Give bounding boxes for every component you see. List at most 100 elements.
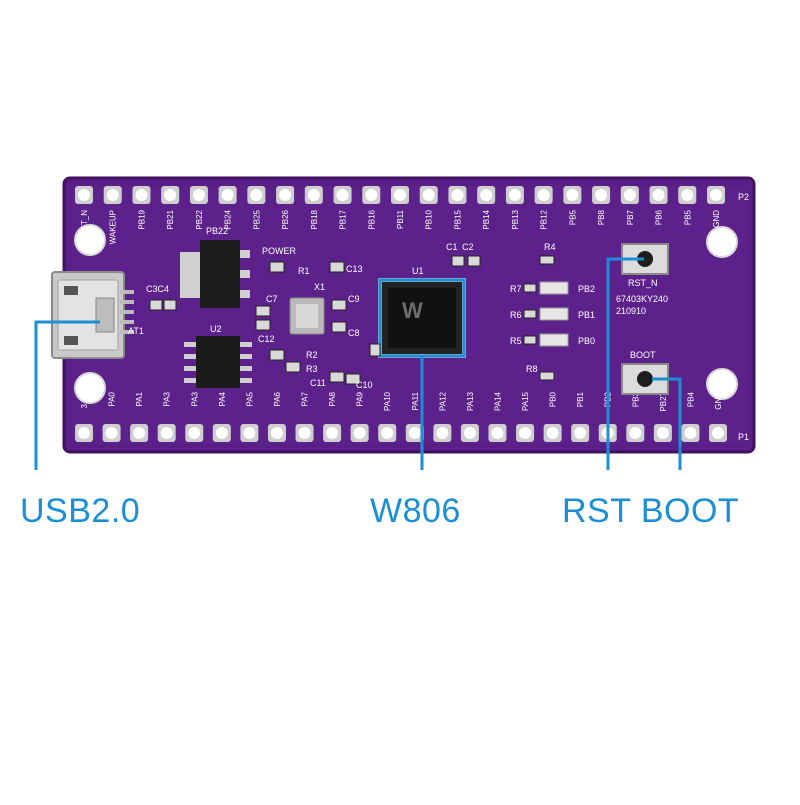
smd-component xyxy=(331,321,347,333)
pin-label: PB17 xyxy=(339,209,348,229)
pin-label: PB13 xyxy=(511,209,520,229)
crystal-x1 xyxy=(289,297,325,335)
silk-boot: BOOT xyxy=(630,350,656,360)
pin-label: PB10 xyxy=(425,209,434,229)
smd-component xyxy=(539,371,555,381)
pin-label: 3.3V xyxy=(80,391,89,408)
pin-hole xyxy=(279,189,292,201)
pin-hole xyxy=(684,427,697,439)
pin-label: PB6 xyxy=(655,209,664,225)
pin-hole xyxy=(188,427,201,439)
pin-label: PB5 xyxy=(568,209,577,225)
header-p2-pins xyxy=(75,186,725,204)
silk-c10: C10 xyxy=(356,380,373,390)
silk-x1: X1 xyxy=(314,282,325,292)
pin-label: PB12 xyxy=(540,209,549,229)
pin-label: PB25 xyxy=(252,209,261,229)
pin-hole xyxy=(519,427,532,439)
pin-hole xyxy=(365,189,378,201)
pin-hole xyxy=(681,189,694,201)
pin-label: PA5 xyxy=(245,391,254,406)
silk-r8: R8 xyxy=(526,364,538,374)
chip-w806: W xyxy=(378,278,466,358)
chip-logo-mark: W xyxy=(402,298,423,323)
pin-label: PB24 xyxy=(224,209,233,229)
pin-hole xyxy=(106,189,119,201)
silk-c2: C2 xyxy=(462,242,474,252)
silk-marking-2: 210910 xyxy=(616,306,646,316)
smd-component xyxy=(163,299,177,311)
silk-power: POWER xyxy=(262,246,297,256)
pin-hole xyxy=(221,189,234,201)
silk-c9: C9 xyxy=(348,294,360,304)
pin-hole xyxy=(160,427,173,439)
micro-usb-connector xyxy=(51,271,134,359)
pin-hole xyxy=(408,427,421,439)
pin-hole xyxy=(595,189,608,201)
silk-c8: C8 xyxy=(348,328,360,338)
pin-hole xyxy=(336,189,349,201)
pin-label: PB16 xyxy=(367,209,376,229)
silk-u2: U2 xyxy=(210,324,222,334)
usb-callout-line xyxy=(34,320,100,470)
pin-label: PB21 xyxy=(166,209,175,229)
pin-label: PA9 xyxy=(356,391,365,406)
chip-callout-label: W806 xyxy=(370,492,461,530)
pin-hole xyxy=(463,427,476,439)
pin-label: PA15 xyxy=(521,391,530,411)
pin-hole xyxy=(78,427,90,439)
pin-hole xyxy=(307,189,320,201)
pin-label: PA10 xyxy=(383,391,392,411)
voltage-regulator xyxy=(180,240,250,308)
pin-label: PA4 xyxy=(218,391,227,406)
silk-r2: R2 xyxy=(306,350,318,360)
pin-label: PA14 xyxy=(493,391,502,411)
silk-c1: C1 xyxy=(446,242,458,252)
pin-hole xyxy=(381,427,394,439)
smd-component xyxy=(285,361,301,373)
pin-label: PB15 xyxy=(453,209,462,229)
header-p1-label: P1 xyxy=(738,432,749,442)
pin-label: PB7 xyxy=(626,209,635,225)
pin-label: PA12 xyxy=(438,391,447,411)
smd-component xyxy=(269,349,285,361)
smd-component xyxy=(331,299,347,311)
smd-component xyxy=(269,261,285,273)
pin-hole xyxy=(243,427,256,439)
smd-component xyxy=(329,261,345,273)
smd-component xyxy=(149,299,163,311)
pin-label: PA1 xyxy=(135,391,144,406)
pin-hole xyxy=(629,427,642,439)
pin-hole xyxy=(537,189,550,201)
pin-label: GND xyxy=(714,392,723,410)
pin-label: PB18 xyxy=(310,209,319,229)
pin-hole xyxy=(164,189,177,201)
pin-label: PB8 xyxy=(597,209,606,225)
pin-hole xyxy=(78,189,90,201)
silk-c13: C13 xyxy=(346,264,363,274)
callout-lines xyxy=(34,257,682,470)
pin-hole xyxy=(135,189,148,201)
pin-label: WAKEUP xyxy=(109,210,118,244)
pin-label: PA3 xyxy=(163,391,172,406)
silk-led-pb1: PB1 xyxy=(578,310,595,320)
pin-label: PA3 xyxy=(190,391,199,406)
silk-marking-1: 67403KY240 xyxy=(616,294,668,304)
pin-hole xyxy=(215,427,228,439)
usb-callout-label: USB2.0 xyxy=(20,492,141,530)
header-p2-label: P2 xyxy=(738,192,749,202)
pin-label: PA8 xyxy=(328,391,337,406)
pin-label: PB27 xyxy=(659,391,668,411)
pin-label: PB14 xyxy=(482,209,491,229)
rst-boot-callout-label: RST BOOT xyxy=(562,492,740,530)
pin-label: PA11 xyxy=(411,391,420,410)
smd-component xyxy=(451,255,465,267)
pin-hole xyxy=(250,189,263,201)
silk-led-pb2: PB2 xyxy=(578,284,595,294)
pin-hole xyxy=(394,189,406,201)
pin-label: PB11 xyxy=(396,209,405,229)
silkscreen-labels: PB22 POWER R1 X1 C13 C3C4 C7 C9 C8 C12 U… xyxy=(128,226,668,390)
